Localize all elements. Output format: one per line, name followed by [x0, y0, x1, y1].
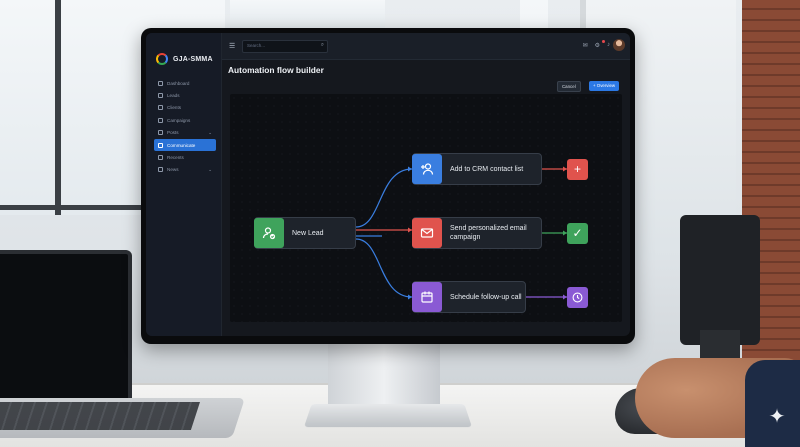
settings-icon[interactable]: ⚙ [594, 43, 600, 49]
nav-item-icon [158, 105, 163, 111]
nav-item-icon [158, 167, 163, 173]
chevron-down-icon: ⌄ [208, 166, 212, 172]
notification-badge [602, 40, 605, 43]
overview-button[interactable]: + Overview [589, 81, 620, 91]
cancel-button[interactable]: Cancel [557, 81, 581, 92]
sidebar-item-posts[interactable]: Posts ⌄ [154, 127, 216, 139]
bell-icon[interactable]: ♪ [607, 42, 610, 48]
office-chair-base [700, 330, 740, 360]
plus-icon[interactable]: + [567, 158, 588, 180]
monitor-stand [328, 338, 440, 408]
chevron-down-icon: ⌄ [208, 129, 212, 135]
node-label: New Lead [292, 229, 324, 237]
center-window [230, 0, 385, 28]
nav-item-icon [158, 130, 163, 136]
node-label: Send personalized email campaign [450, 225, 527, 241]
brand: GJA-SMMA [156, 53, 213, 65]
step-node-3[interactable]: Schedule follow-up call [412, 281, 526, 313]
hamburger-menu-icon[interactable]: ☰ [229, 43, 236, 50]
nav-item-icon [158, 117, 163, 123]
node-label: Add to CRM contact list [450, 165, 524, 173]
node-label: Schedule follow-up call [450, 293, 522, 301]
nav-item-icon [158, 93, 163, 99]
sidebar-item-label: Recents [167, 155, 184, 161]
mail-icon [412, 218, 442, 248]
sidebar-item-label: Posts [167, 130, 179, 136]
connector-arrow [408, 227, 412, 233]
sidebar-item-news[interactable]: News ⌄ [154, 164, 216, 176]
nav-item-icon [158, 155, 163, 161]
sidebar-item-recents[interactable]: Recents [154, 151, 216, 163]
connector-trigger-step-3 [355, 238, 413, 298]
brand-name: GJA-SMMA [173, 55, 213, 63]
sidebar-item-label: Leads [167, 93, 180, 99]
sidebar-item-label: Dashboard [167, 80, 190, 86]
search-icon: ⌕ [320, 42, 324, 48]
window-frame [55, 0, 61, 215]
nav-item-icon [158, 142, 163, 148]
mail-icon[interactable]: ✉ [582, 43, 588, 49]
sidebar-item-label: Communicate [167, 142, 196, 148]
window-frame [0, 205, 225, 210]
sidebar-item-clients[interactable]: Clients [154, 102, 216, 114]
step-node-1[interactable]: Add to CRM contact list [412, 153, 542, 185]
topbar-icons: ✉ ⚙ ♪ [583, 42, 610, 49]
calendar-icon [412, 282, 442, 312]
connector-trigger-step-1 [355, 168, 413, 228]
check-icon[interactable]: ✓ [567, 222, 588, 244]
connector-arrow [408, 294, 412, 300]
page-title: Automation flow builder [228, 65, 324, 75]
sidebar-item-dashboard[interactable]: Dashboard [154, 77, 216, 89]
topbar: ☰ Search... ⌕ ✉ ⚙ ♪ [222, 33, 630, 60]
sidebar-item-campaigns[interactable]: Campaigns [154, 114, 216, 126]
search-input[interactable]: Search... ⌕ [242, 40, 328, 53]
flow-connectors [355, 166, 567, 300]
sidebar-item-leads[interactable]: Leads [154, 89, 216, 101]
sidebar-item-communicate[interactable]: Communicate [154, 138, 216, 152]
search-placeholder: Search... [247, 43, 266, 48]
office-chair [680, 215, 760, 345]
step-node-2[interactable]: Send personalized email campaign [412, 217, 542, 249]
sparkle-icon: ✦ [768, 406, 786, 428]
laptop-screen [0, 250, 132, 408]
laptop-keyboard [0, 402, 200, 430]
brand-logo-icon [156, 53, 168, 65]
trigger-node-new-lead[interactable]: New Lead [254, 217, 356, 249]
sidebar-item-label: Campaigns [167, 117, 191, 123]
monitor-foot [303, 404, 473, 428]
connector-arrow [408, 166, 412, 172]
connector-arrow [563, 294, 567, 300]
sleeve [745, 360, 800, 447]
avatar[interactable] [613, 39, 625, 51]
clock-icon[interactable] [567, 286, 588, 308]
sidebar-item-label: News [167, 167, 179, 173]
flow-canvas[interactable]: New Lead Add to CRM contact list + Send per… [230, 94, 622, 322]
connector-arrow [563, 166, 567, 172]
user-plus-icon [412, 154, 442, 184]
sidebar-item-label: Clients [167, 105, 182, 111]
nav-item-icon [158, 80, 163, 86]
user-check-icon [254, 218, 284, 248]
connector-arrow [563, 230, 567, 236]
